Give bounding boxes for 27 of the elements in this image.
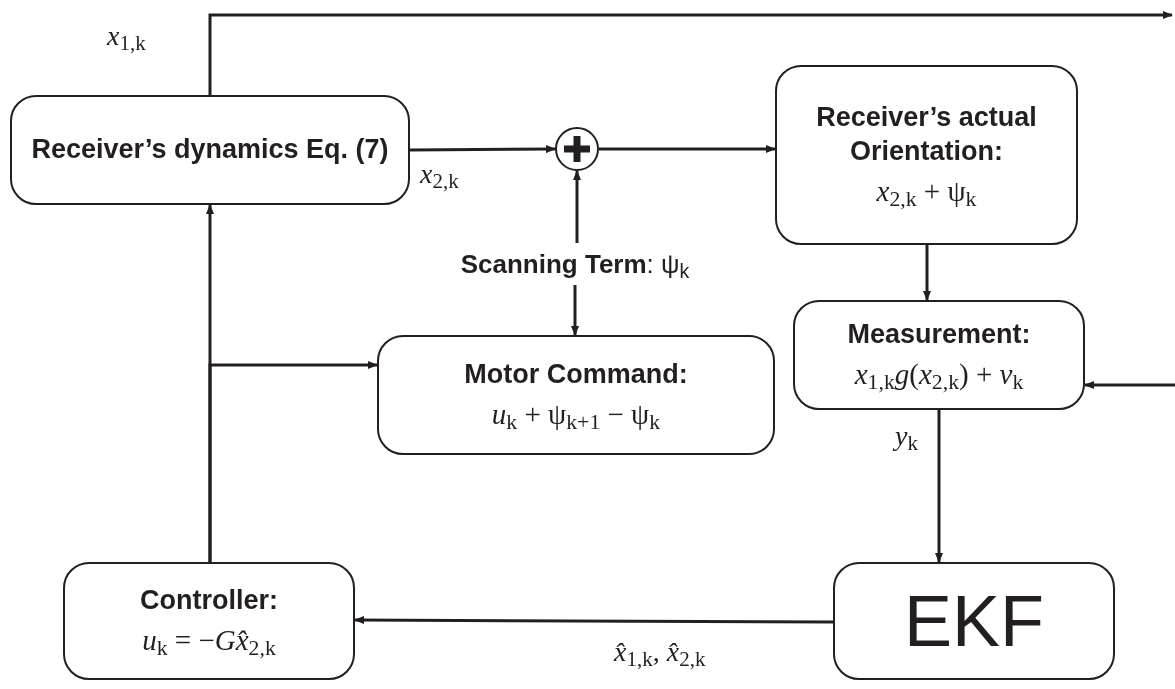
block-equation: x$_{1,k}$g(x$_{2,k}$) + v$_{k}$ [854,356,1024,392]
block-title: EKF [904,585,1044,657]
arrow [571,285,579,336]
block-title: Receiver’s actual Orientation: [815,101,1038,168]
arrow [923,245,931,301]
block-title: Measurement: [847,318,1031,351]
block-title: Controller: [140,584,278,617]
block-title: Receiver’s dynamics Eq. (7) [31,133,389,167]
block-title: Motor Command: [464,358,688,391]
arrow [599,145,776,153]
block-box [833,562,1115,680]
block-box [63,562,355,680]
block-box [793,300,1085,410]
arrow [208,361,378,562]
block-box [775,65,1078,245]
arrow [410,145,556,154]
block-equation: x$_{2,k}$ + ψ$_{k}$ [876,173,977,209]
block-equation: u$_{k}$ + ψ$_{k+1}$ − ψ$_{k}$ [491,396,661,432]
block-box [377,335,775,455]
arrow [354,616,833,625]
block-box [10,95,410,205]
arrow [573,170,581,243]
summing-junction [555,127,599,171]
block-equation: u$_{k}$ = −Gx̂$_{2,k}$ [142,622,276,658]
arrow [935,410,943,563]
arrow [1084,381,1175,389]
arrow [208,11,1173,95]
